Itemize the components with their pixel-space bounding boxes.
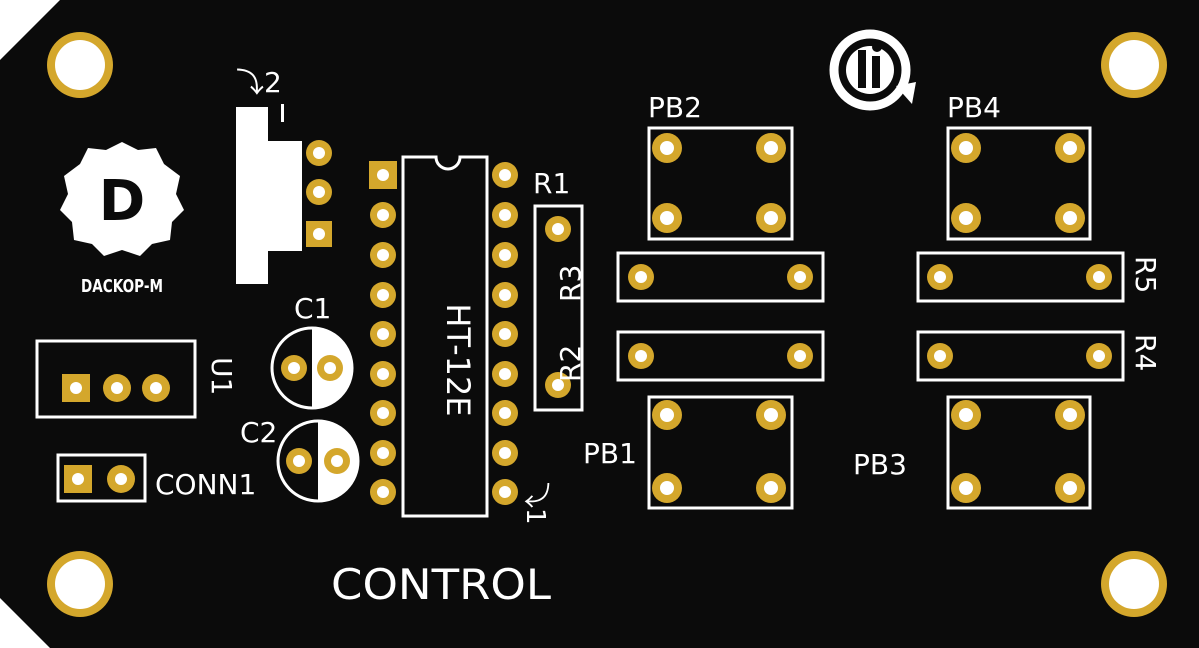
- c1-footprint: C1: [270, 292, 354, 410]
- regulator-footprint: ⤵2: [236, 66, 332, 284]
- logo-letter: D: [99, 169, 145, 234]
- r5-footprint: R5: [916, 251, 1162, 303]
- logo-caption: DACKOP-M: [81, 276, 163, 297]
- u1-label: U1: [205, 357, 238, 395]
- r1-footprint: R1: [533, 167, 584, 412]
- conn1-footprint: CONN1: [56, 453, 256, 503]
- pb2-label: PB2: [648, 91, 702, 124]
- mounting-holes: [47, 32, 1167, 617]
- pb4-label: PB4: [947, 91, 1001, 124]
- pb3-label: PB3: [853, 448, 907, 481]
- u1-footprint: U1: [35, 339, 238, 419]
- r5-label: R5: [1129, 256, 1162, 293]
- pb2-footprint: PB2: [647, 91, 794, 241]
- ic-name-label: HT-12E: [439, 303, 477, 416]
- pb3-footprint: PB3: [853, 395, 1092, 510]
- c2-label: C2: [240, 416, 277, 449]
- conn1-label: CONN1: [155, 468, 256, 501]
- r1-label: R1: [533, 167, 570, 200]
- pb1-footprint: PB1: [583, 395, 794, 510]
- r2-footprint: R2: [554, 330, 825, 382]
- pb1-label: PB1: [583, 437, 637, 470]
- c1-label: C1: [294, 292, 331, 325]
- ic-mark-1-label: ⤵1: [520, 482, 550, 525]
- r3-label: R3: [554, 265, 587, 302]
- circle-arrow-logo-icon: [829, 29, 916, 111]
- r4-footprint: R4: [916, 330, 1162, 382]
- pb4-footprint: PB4: [946, 91, 1092, 241]
- control-label: CONTROL: [331, 560, 552, 609]
- r3-footprint: R3: [554, 251, 825, 303]
- ic-mark-2-label: ⤵2: [236, 66, 282, 99]
- gear-logo-icon: D DACKOP-M: [60, 142, 184, 297]
- c2-footprint: C2: [240, 416, 360, 503]
- r2-label: R2: [554, 345, 587, 382]
- ht12e-ic-footprint: HT-12E ⤵1: [369, 155, 550, 525]
- r4-label: R4: [1129, 334, 1162, 371]
